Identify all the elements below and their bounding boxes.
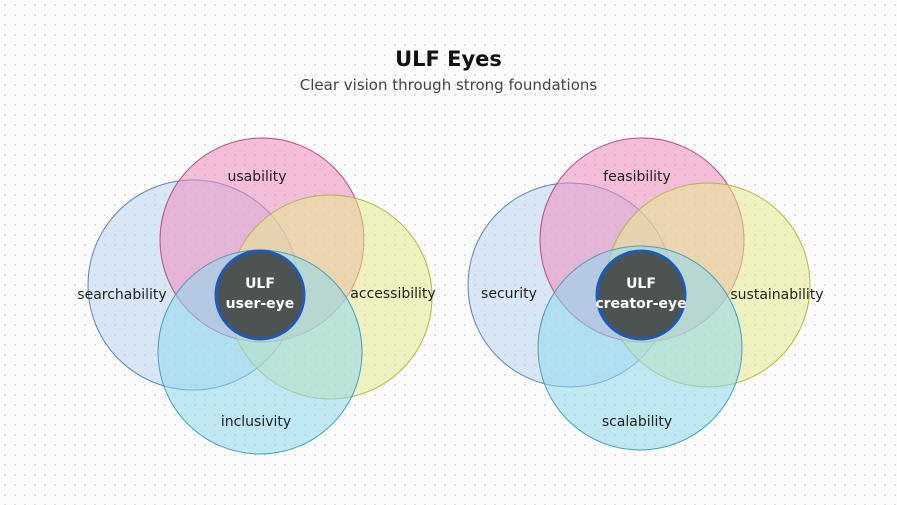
- creator-eye-core-label-line2: creator-eye: [595, 296, 686, 312]
- creator-eye-bottom-circle: [537, 245, 743, 451]
- user-eye-core-circle: [214, 249, 306, 341]
- diagram-title: ULF Eyes: [395, 47, 502, 71]
- user-eye-right-label: accessibility: [350, 286, 435, 302]
- creator-eye-bottom-label: scalability: [602, 414, 672, 430]
- creator-eye-core-label-line1: ULF: [626, 276, 656, 292]
- user-eye-top-label: usability: [227, 169, 286, 185]
- user-eye-bottom-label: inclusivity: [221, 414, 291, 430]
- creator-eye-top-label: feasibility: [603, 169, 671, 185]
- user-eye-core-label-line2: user-eye: [226, 296, 295, 312]
- creator-eye-right-label: sustainability: [730, 287, 823, 303]
- diagram-subtitle: Clear vision through strong foundations: [299, 76, 598, 94]
- user-eye-core-label-line1: ULF: [245, 276, 275, 292]
- creator-eye-core-circle: [595, 249, 687, 341]
- user-eye-left-label: searchability: [77, 287, 166, 303]
- user-eye-venn: usability accessibility searchability in…: [77, 137, 436, 455]
- creator-eye-venn: feasibility sustainability security scal…: [467, 137, 824, 451]
- creator-eye-left-label: security: [481, 286, 537, 302]
